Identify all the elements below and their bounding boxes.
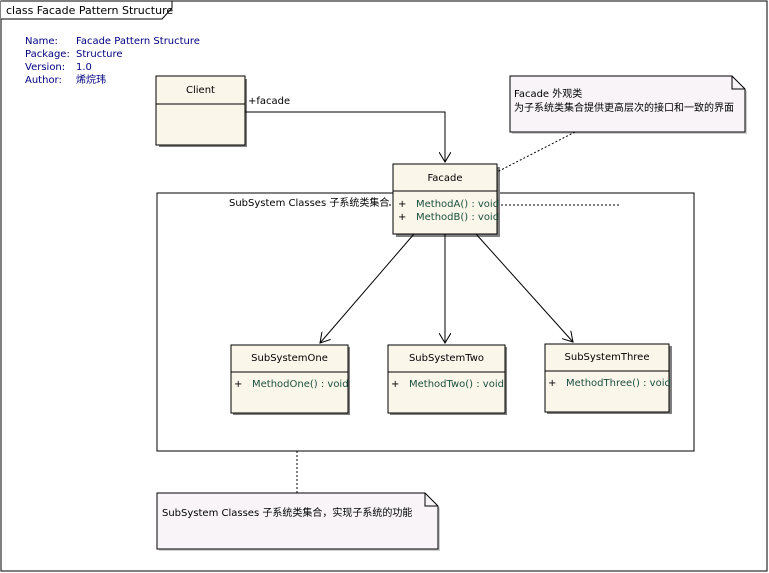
sub-one-method: + MethodOne() : void: [234, 379, 349, 391]
association-client-facade[interactable]: [245, 111, 445, 162]
frame-title-tab: [1, 0, 173, 20]
meta-name-key: Name:: [25, 36, 58, 47]
sub-two-class-name: SubSystemTwo: [408, 353, 485, 364]
facade-note-box[interactable]: [509, 75, 746, 133]
meta-version-value: 1.0: [76, 62, 92, 73]
facade-method-a-visibility: +: [398, 199, 407, 210]
subsystem-note-box[interactable]: [156, 492, 439, 550]
sub-three-class-box[interactable]: [544, 343, 670, 413]
sub-one-method-signature: MethodOne() : void: [252, 379, 349, 390]
dependency-facade-sub-three[interactable]: [475, 233, 573, 342]
facade-method-b-visibility: +: [398, 212, 407, 223]
meta-author-value: 烯烷玮: [76, 75, 106, 86]
meta-version-key: Version:: [25, 62, 66, 73]
facade-note-link[interactable]: [496, 131, 576, 173]
sub-two-class-box[interactable]: [387, 344, 506, 414]
sub-three-method-visibility: +: [548, 378, 557, 389]
subsystem-boundary-label: SubSystem Classes 子系统类集合: [229, 198, 390, 210]
facade-method-a-signature: MethodA() : void: [416, 199, 500, 210]
meta-package-key: Package:: [25, 49, 70, 60]
meta-package-value: Structure: [76, 49, 123, 60]
dependency-facade-sub-one[interactable]: [320, 233, 415, 343]
sub-two-method-signature: MethodTwo() : void: [409, 379, 504, 390]
association-role-label: +facade: [248, 96, 291, 107]
facade-method-a: + MethodA() : void: [398, 199, 499, 211]
subsystem-note-fold: [424, 493, 438, 507]
sub-three-method: + MethodThree() : void: [548, 378, 671, 390]
facade-method-b-signature: MethodB() : void: [416, 212, 500, 223]
facade-note-fold: [731, 76, 745, 90]
facade-note-line2: 为子系统类集合提供更高层次的接口和一致的界面: [514, 103, 734, 114]
subsystem-note-text: SubSystem Classes 子系统类集合，实现子系统的功能: [162, 508, 413, 519]
sub-one-method-visibility: +: [234, 379, 243, 390]
sub-one-class-name: SubSystemOne: [251, 353, 328, 364]
meta-name-value: Facade Pattern Structure: [76, 36, 200, 47]
sub-three-class-name: SubSystemThree: [564, 352, 650, 363]
facade-method-b: + MethodB() : void: [398, 212, 499, 224]
sub-one-class-box[interactable]: [230, 344, 349, 414]
meta-author-key: Author:: [25, 75, 62, 86]
facade-note-line1: Facade 外观类: [514, 89, 583, 100]
client-class-name: Client: [186, 85, 215, 96]
client-class-box[interactable]: [155, 75, 246, 146]
sub-two-method: + MethodTwo() : void: [391, 379, 504, 391]
sub-three-method-signature: MethodThree() : void: [566, 378, 671, 389]
sub-two-method-visibility: +: [391, 379, 400, 390]
facade-class-box[interactable]: [392, 163, 498, 235]
facade-class-name: Facade: [427, 173, 463, 184]
frame-title: class Facade Pattern Structure: [6, 4, 174, 17]
